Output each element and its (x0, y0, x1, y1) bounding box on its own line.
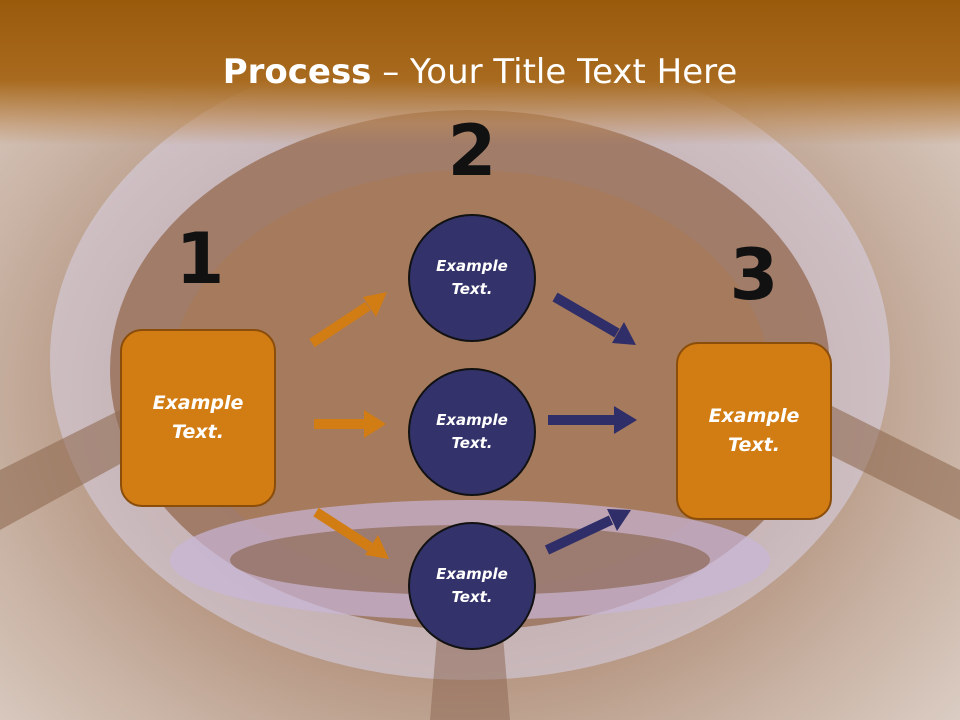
right-box-label: Example Text. (708, 405, 800, 456)
left-process-box: Example Text. (120, 329, 276, 507)
step-number-2: 2 (447, 110, 497, 192)
title-bold: Process (222, 52, 372, 92)
circle-middle-label: Example Text. (436, 411, 508, 452)
arrow-bottom-to-right (544, 509, 631, 555)
slide-title: Process – Your Title Text Here (0, 52, 960, 92)
circle-top-label: Example Text. (436, 257, 508, 298)
arrow-left-to-middle (314, 410, 386, 438)
right-process-box: Example Text. (676, 342, 832, 520)
step-number-3: 3 (729, 234, 779, 316)
left-box-label: Example Text. (152, 392, 244, 443)
arrow-top-to-right (552, 292, 636, 345)
arrow-left-to-top (309, 292, 387, 348)
circle-middle: Example Text. (408, 368, 536, 496)
circle-bottom-label: Example Text. (436, 565, 508, 606)
circle-top: Example Text. (408, 214, 536, 342)
title-bar (0, 0, 960, 145)
arrow-left-to-bottom (313, 507, 389, 559)
title-rest: – Your Title Text Here (371, 52, 738, 92)
circle-bottom: Example Text. (408, 522, 536, 650)
arrow-middle-to-right (548, 406, 637, 434)
step-number-1: 1 (175, 218, 225, 300)
